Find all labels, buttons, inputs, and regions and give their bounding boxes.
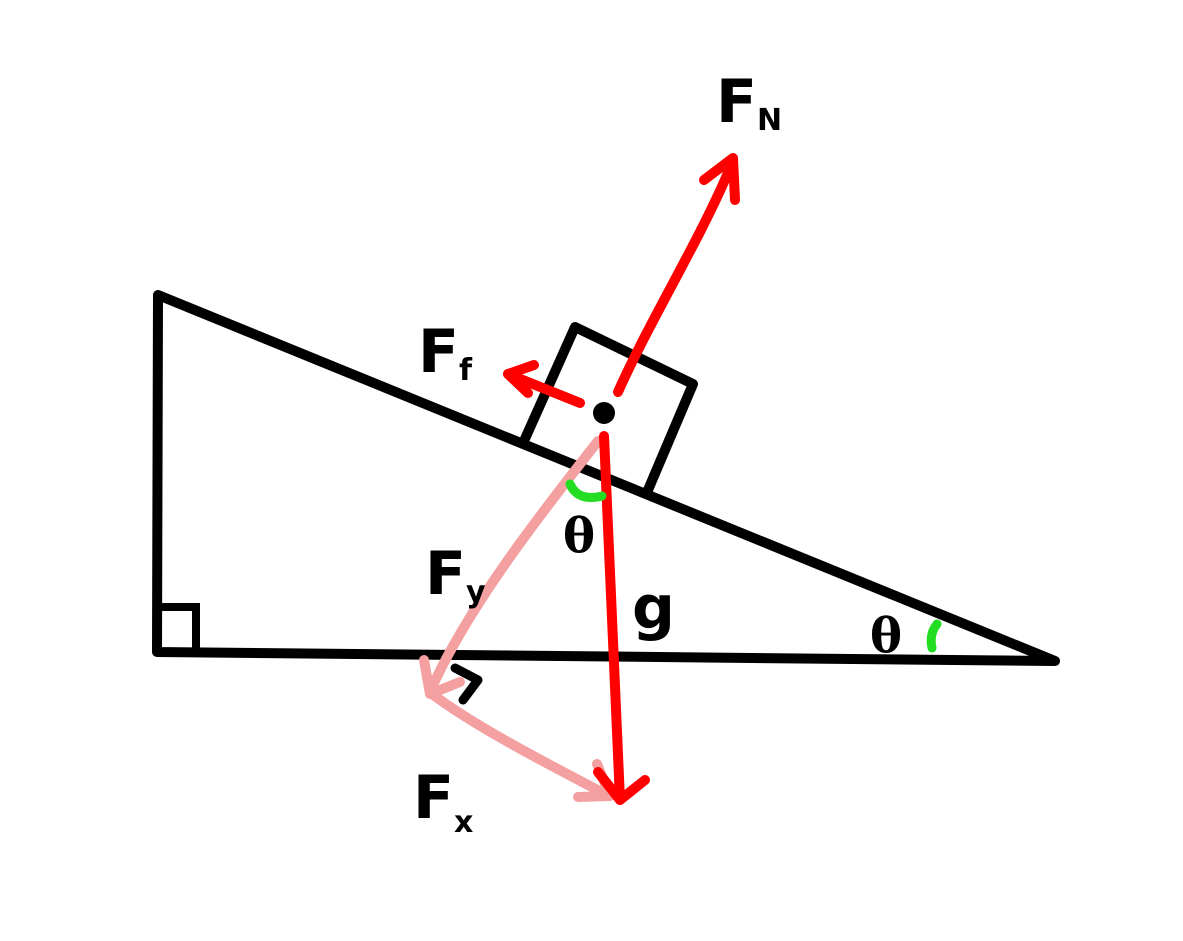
gravity-arrow [593,431,650,805]
angle-arc-block [565,479,607,502]
gravity-label: g [632,573,675,643]
right-angle-marker [156,603,200,654]
friction-force-label: Ff [418,317,473,388]
parallel-component-label: Fx [413,763,474,840]
right-angle-marker [450,663,483,705]
friction-arrow [503,360,585,408]
theta-incline-label: θ [870,608,903,664]
normal-force-arrow [613,153,740,397]
normal-force-label: FN [716,67,783,138]
theta-block-label: θ [563,508,596,564]
perpendicular-component-label: Fy [425,539,486,610]
center-of-mass-dot [593,402,615,424]
angle-arc-incline [926,619,942,653]
